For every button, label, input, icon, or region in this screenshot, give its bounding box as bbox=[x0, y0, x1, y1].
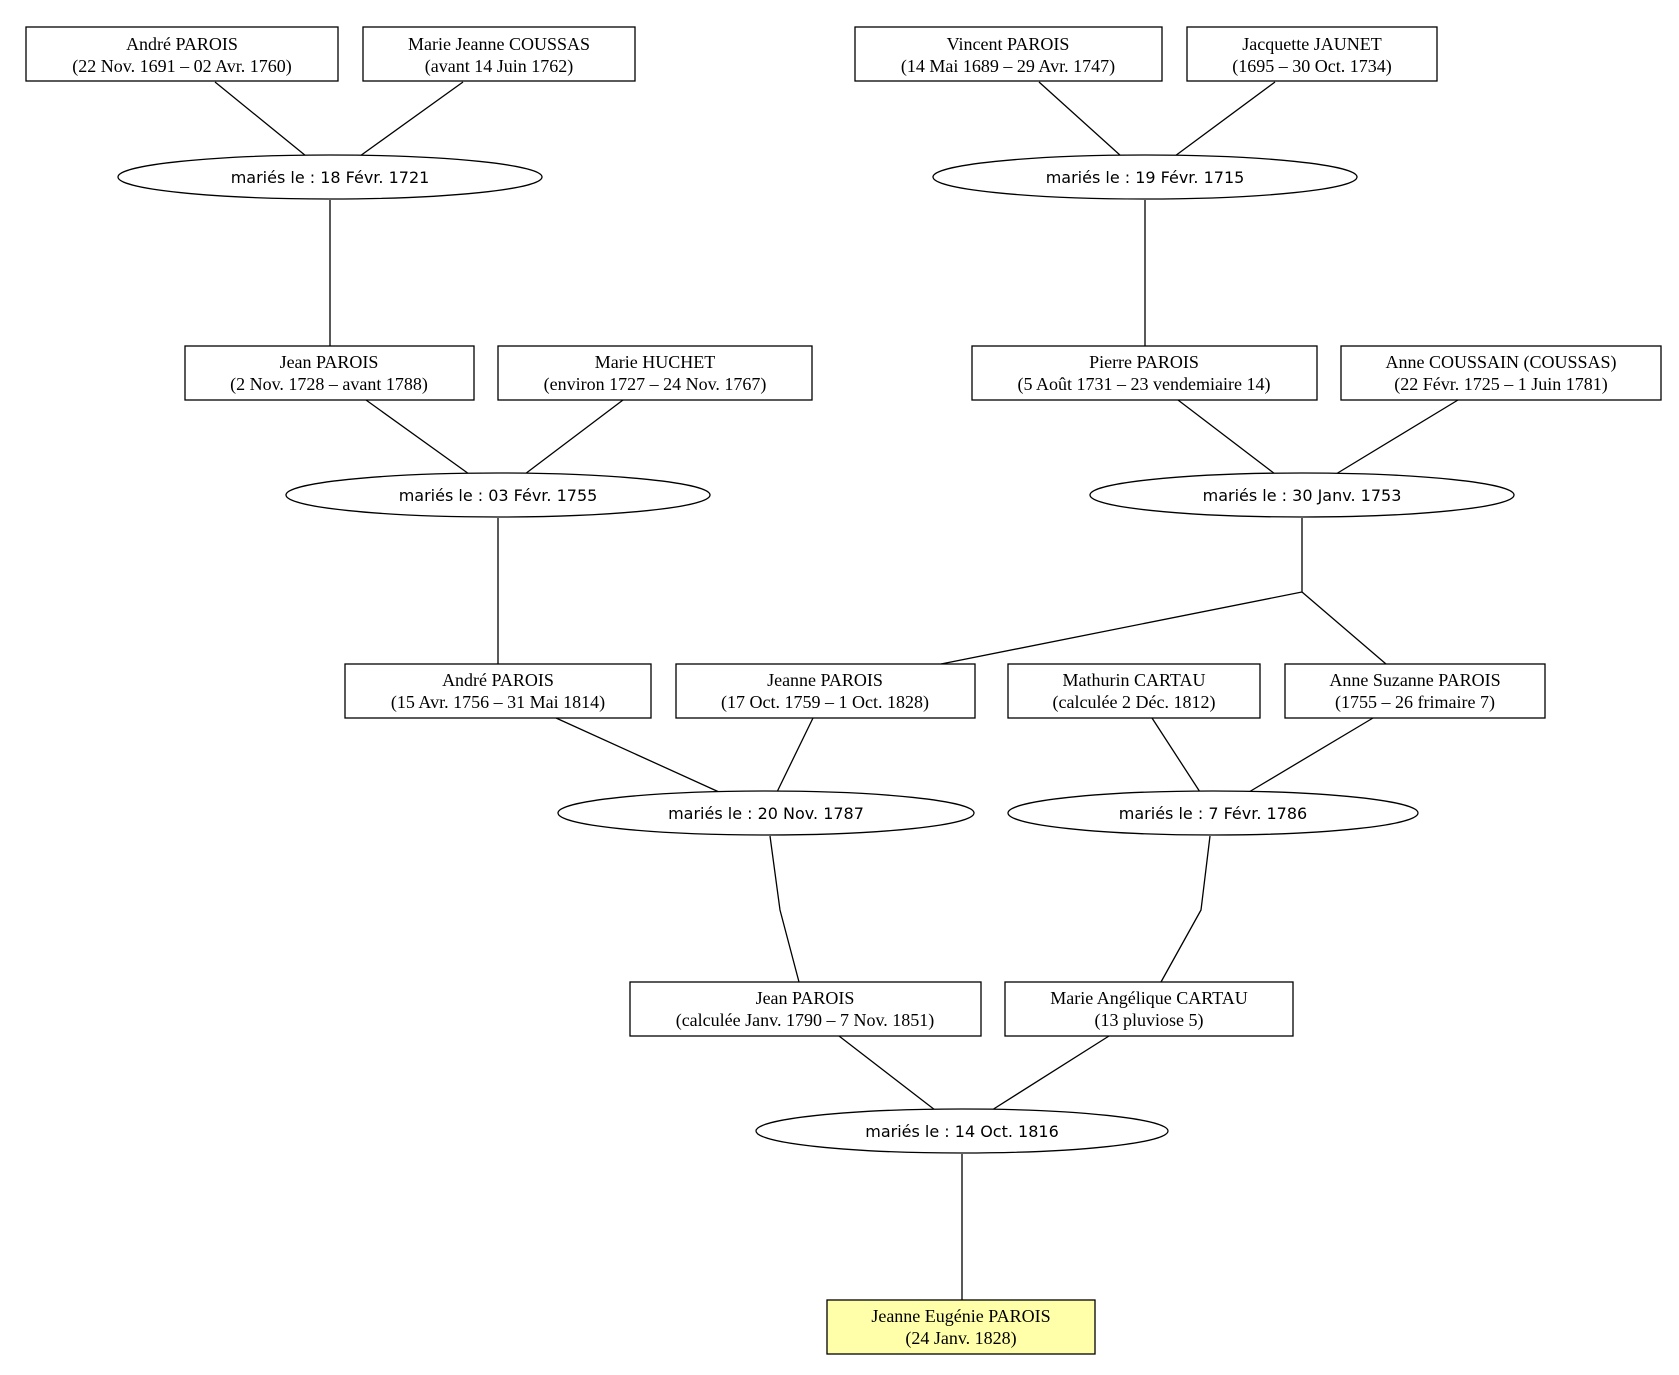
person-box: André PAROIS (22 Nov. 1691 – 02 Avr. 176… bbox=[25, 26, 339, 82]
person-dates: (17 Oct. 1759 – 1 Oct. 1828) bbox=[721, 692, 929, 713]
edge bbox=[1335, 399, 1459, 475]
person-dates: (22 Févr. 1725 – 1 Juin 1781) bbox=[1394, 374, 1608, 395]
person-dates: (calculée 2 Déc. 1812) bbox=[1053, 692, 1216, 713]
union-node: mariés le : 18 Févr. 1721 bbox=[117, 154, 543, 200]
person-box: Jacquette JAUNET (1695 – 30 Oct. 1734) bbox=[1186, 26, 1438, 82]
edge bbox=[1177, 399, 1276, 475]
edge bbox=[1151, 717, 1201, 793]
person-dates: (22 Nov. 1691 – 02 Avr. 1760) bbox=[72, 56, 292, 77]
edges bbox=[214, 81, 1459, 1300]
edge bbox=[1160, 835, 1211, 983]
edge bbox=[991, 1035, 1110, 1111]
person-name: Marie Angélique CARTAU bbox=[1050, 988, 1247, 1008]
person-name: Jacquette JAUNET bbox=[1242, 34, 1381, 54]
person-name: Mathurin CARTAU bbox=[1063, 670, 1206, 690]
person-name: Marie Jeanne COUSSAS bbox=[408, 34, 590, 54]
edge bbox=[1038, 81, 1122, 157]
union-node: mariés le : 7 Févr. 1786 bbox=[1007, 790, 1419, 836]
edge bbox=[524, 399, 624, 475]
person-name: Jean PAROIS bbox=[756, 988, 855, 1008]
union-node: mariés le : 30 Janv. 1753 bbox=[1089, 472, 1515, 518]
person-name: Anne Suzanne PAROIS bbox=[1329, 670, 1500, 690]
person-name: Jeanne Eugénie PAROIS bbox=[871, 1306, 1050, 1326]
union-label: mariés le : 30 Janv. 1753 bbox=[1203, 486, 1402, 505]
person-name: André PAROIS bbox=[442, 670, 554, 690]
union-node: mariés le : 19 Févr. 1715 bbox=[932, 154, 1358, 200]
person-dates: (24 Janv. 1828) bbox=[905, 1328, 1016, 1349]
edge bbox=[359, 81, 464, 157]
union-node: mariés le : 20 Nov. 1787 bbox=[557, 790, 975, 836]
person-name: Vincent PAROIS bbox=[947, 34, 1070, 54]
person-name: Pierre PAROIS bbox=[1089, 352, 1199, 372]
edge bbox=[1174, 81, 1276, 157]
union-label: mariés le : 14 Oct. 1816 bbox=[865, 1122, 1059, 1141]
union-label: mariés le : 20 Nov. 1787 bbox=[668, 804, 864, 823]
edge bbox=[940, 518, 1303, 665]
person-dates: (14 Mai 1689 – 29 Avr. 1747) bbox=[901, 56, 1115, 77]
edge bbox=[776, 717, 814, 793]
person-box: Pierre PAROIS (5 Août 1731 – 23 vendemia… bbox=[971, 345, 1318, 401]
edge bbox=[1301, 591, 1387, 665]
person-box: Marie HUCHET (environ 1727 – 24 Nov. 176… bbox=[497, 345, 813, 401]
person-dates: (5 Août 1731 – 23 vendemiaire 14) bbox=[1018, 374, 1271, 395]
person-dates: (2 Nov. 1728 – avant 1788) bbox=[230, 374, 428, 395]
union-label: mariés le : 7 Févr. 1786 bbox=[1119, 804, 1307, 823]
edge bbox=[1248, 717, 1374, 793]
person-dates: (1695 – 30 Oct. 1734) bbox=[1232, 56, 1391, 77]
person-name: André PAROIS bbox=[126, 34, 238, 54]
edge bbox=[555, 717, 720, 793]
edge bbox=[214, 81, 307, 157]
person-box: Jean PAROIS (calculée Janv. 1790 – 7 Nov… bbox=[629, 981, 982, 1037]
person-box: Anne Suzanne PAROIS (1755 – 26 frimaire … bbox=[1284, 663, 1546, 719]
person-name: Marie HUCHET bbox=[595, 352, 715, 372]
person-box: Vincent PAROIS (14 Mai 1689 – 29 Avr. 17… bbox=[854, 26, 1163, 82]
union-label: mariés le : 19 Févr. 1715 bbox=[1046, 168, 1245, 187]
person-name: Jean PAROIS bbox=[280, 352, 379, 372]
person-box: Anne COUSSAIN (COUSSAS) (22 Févr. 1725 –… bbox=[1340, 345, 1662, 401]
person-dates: (environ 1727 – 24 Nov. 1767) bbox=[544, 374, 767, 395]
person-name: Anne COUSSAIN (COUSSAS) bbox=[1385, 352, 1616, 373]
person-box-root: Jeanne Eugénie PAROIS (24 Janv. 1828) bbox=[826, 1299, 1096, 1355]
person-box: Mathurin CARTAU (calculée 2 Déc. 1812) bbox=[1007, 663, 1261, 719]
person-dates: (15 Avr. 1756 – 31 Mai 1814) bbox=[391, 692, 605, 713]
person-box: Marie Jeanne COUSSAS (avant 14 Juin 1762… bbox=[362, 26, 636, 82]
edge bbox=[365, 399, 470, 475]
union-label: mariés le : 03 Févr. 1755 bbox=[399, 486, 598, 505]
person-dates: (1755 – 26 frimaire 7) bbox=[1335, 692, 1495, 713]
union-node: mariés le : 03 Févr. 1755 bbox=[285, 472, 711, 518]
edge bbox=[838, 1035, 936, 1111]
person-box: André PAROIS (15 Avr. 1756 – 31 Mai 1814… bbox=[344, 663, 652, 719]
person-box: Jean PAROIS (2 Nov. 1728 – avant 1788) bbox=[184, 345, 475, 401]
person-dates: (13 pluviose 5) bbox=[1095, 1010, 1204, 1031]
person-dates: (avant 14 Juin 1762) bbox=[425, 56, 573, 77]
person-box: Jeanne PAROIS (17 Oct. 1759 – 1 Oct. 182… bbox=[675, 663, 976, 719]
person-box: Marie Angélique CARTAU (13 pluviose 5) bbox=[1004, 981, 1294, 1037]
union-label: mariés le : 18 Févr. 1721 bbox=[231, 168, 430, 187]
person-name: Jeanne PAROIS bbox=[767, 670, 883, 690]
edge bbox=[769, 835, 800, 983]
person-dates: (calculée Janv. 1790 – 7 Nov. 1851) bbox=[676, 1010, 935, 1031]
union-node: mariés le : 14 Oct. 1816 bbox=[755, 1108, 1169, 1154]
